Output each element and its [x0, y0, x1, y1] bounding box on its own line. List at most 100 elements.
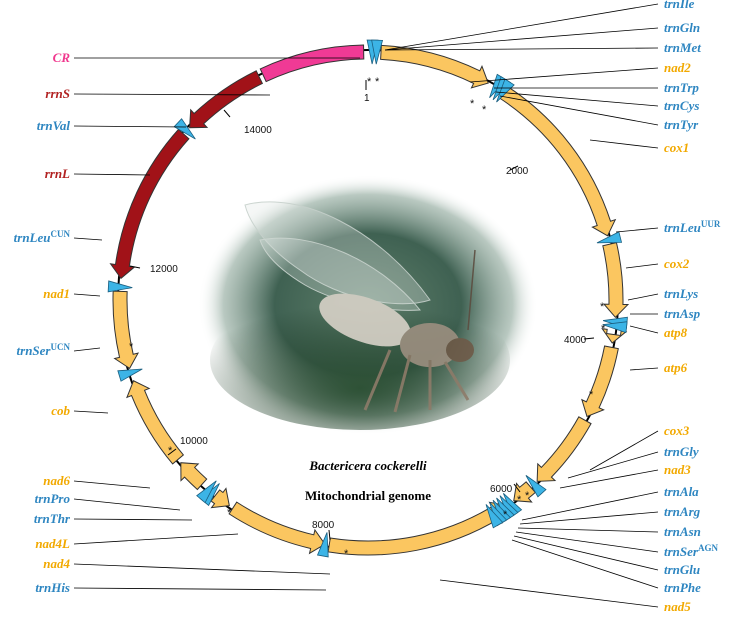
leader-line [384, 3, 659, 51]
scale-label-6000: 6000 [490, 484, 513, 495]
label-rrns: rrnS [45, 86, 70, 101]
leader-line [513, 535, 659, 571]
label-trnleu-uur: trnLeuUUR [664, 219, 721, 235]
trna-block [371, 39, 384, 65]
gene-atp8 [601, 328, 628, 344]
label-cox2: cox2 [664, 256, 690, 271]
label-atp8: atp8 [664, 325, 688, 340]
leader-line [384, 27, 659, 51]
star-marker: * [517, 494, 522, 506]
label-trntyr: trnTyr [664, 117, 699, 132]
label-nad1: nad1 [43, 286, 70, 301]
leader-line [521, 491, 659, 521]
scale-label-14000: 14000 [244, 125, 272, 136]
trna-block [602, 321, 628, 334]
leader-line [73, 498, 181, 511]
label-nad5: nad5 [664, 599, 691, 614]
label-trnmet: trnMet [664, 40, 701, 55]
leader-line [73, 480, 151, 489]
label-trnphe: trnPhe [664, 580, 701, 595]
gene-nad2 [380, 44, 489, 89]
label-trnasn: trnAsn [664, 524, 701, 539]
gene-arcs [107, 39, 630, 558]
label-trntrp: trnTrp [664, 80, 699, 95]
psyllid-photo [198, 175, 538, 435]
leader-line [384, 47, 659, 51]
leader-line [615, 227, 659, 233]
label-nad4: nad4 [43, 556, 70, 571]
leader-line [511, 539, 659, 589]
label-trnasp: trnAsp [664, 306, 701, 321]
gene-cox2 [602, 242, 630, 319]
label-trnglu: trnGlu [664, 562, 700, 577]
leader-lines [73, 3, 659, 608]
star-markers: ************** [129, 76, 606, 560]
star-marker: * [168, 445, 173, 457]
trna-block [596, 231, 623, 244]
trna-block [316, 532, 329, 558]
star-marker: * [367, 76, 372, 88]
gene-cox1 [498, 85, 617, 237]
label-rrnl: rrnL [45, 166, 70, 181]
leader-line [519, 511, 659, 525]
label-cox3: cox3 [664, 423, 690, 438]
trna-block [485, 504, 504, 529]
label-trnlys: trnLys [664, 286, 698, 301]
trna-block [173, 118, 196, 140]
label-cob: cob [51, 403, 70, 418]
label-trnthr: trnThr [34, 511, 71, 526]
species-name: Bactericera cockerelli [308, 458, 427, 473]
leader-line [589, 430, 659, 471]
star-marker: * [470, 98, 475, 110]
star-marker: * [344, 548, 349, 560]
leader-line [515, 531, 659, 553]
label-nad4l: nad4L [35, 536, 70, 551]
leader-line [73, 563, 331, 575]
leader-line [73, 237, 103, 241]
leader-line [73, 293, 101, 297]
leader-line [589, 139, 659, 149]
leader-line [73, 587, 327, 591]
label-trngln: trnGln [664, 20, 700, 35]
labels-right: trnIletrnGlntrnMetnad2trnTrptrnCystrnTyr… [664, 0, 721, 614]
insect-illustration [244, 201, 476, 413]
leader-line [517, 527, 659, 533]
gene-rrnL [109, 128, 190, 280]
leader-line [567, 451, 659, 479]
scale-label-12000: 12000 [150, 264, 178, 275]
gene-nad4 [228, 501, 326, 555]
trna-block [196, 480, 217, 504]
label-atp6: atp6 [664, 360, 688, 375]
leader-line [499, 95, 659, 126]
label-trnarg: trnArg [664, 504, 701, 519]
leader-line [625, 263, 659, 269]
gene-nad6 [180, 462, 208, 491]
trna-block [107, 280, 133, 293]
label-trnval: trnVal [37, 118, 71, 133]
gene-nad1 [112, 290, 140, 370]
star-marker: * [525, 490, 530, 502]
label-trnala: trnAla [664, 484, 699, 499]
genome-caption: Mitochondrial genome [305, 488, 431, 503]
label-trnpro: trnPro [35, 491, 71, 506]
gene-rrnS [189, 70, 264, 129]
label-nad3: nad3 [664, 462, 691, 477]
label-trnhis: trnHis [35, 580, 70, 595]
star-marker: * [129, 341, 134, 353]
leader-line [469, 67, 659, 83]
label-trnser-ucn: trnSerUCN [17, 342, 71, 358]
scale-label-10000: 10000 [180, 436, 208, 447]
scale-label-1: 1 [364, 93, 370, 104]
gene-nad3 [513, 481, 537, 503]
star-marker: * [601, 323, 606, 335]
label-cox1: cox1 [664, 140, 689, 155]
label-trnleu-cun: trnLeuCUN [14, 229, 71, 245]
gene-nad5 [327, 501, 508, 556]
leader-line [73, 518, 193, 521]
scale-label-8000: 8000 [312, 520, 335, 531]
star-marker: * [227, 507, 232, 519]
leader-line [559, 469, 659, 489]
star-marker: * [482, 104, 487, 116]
scale-label-4000: 4000 [564, 335, 587, 346]
